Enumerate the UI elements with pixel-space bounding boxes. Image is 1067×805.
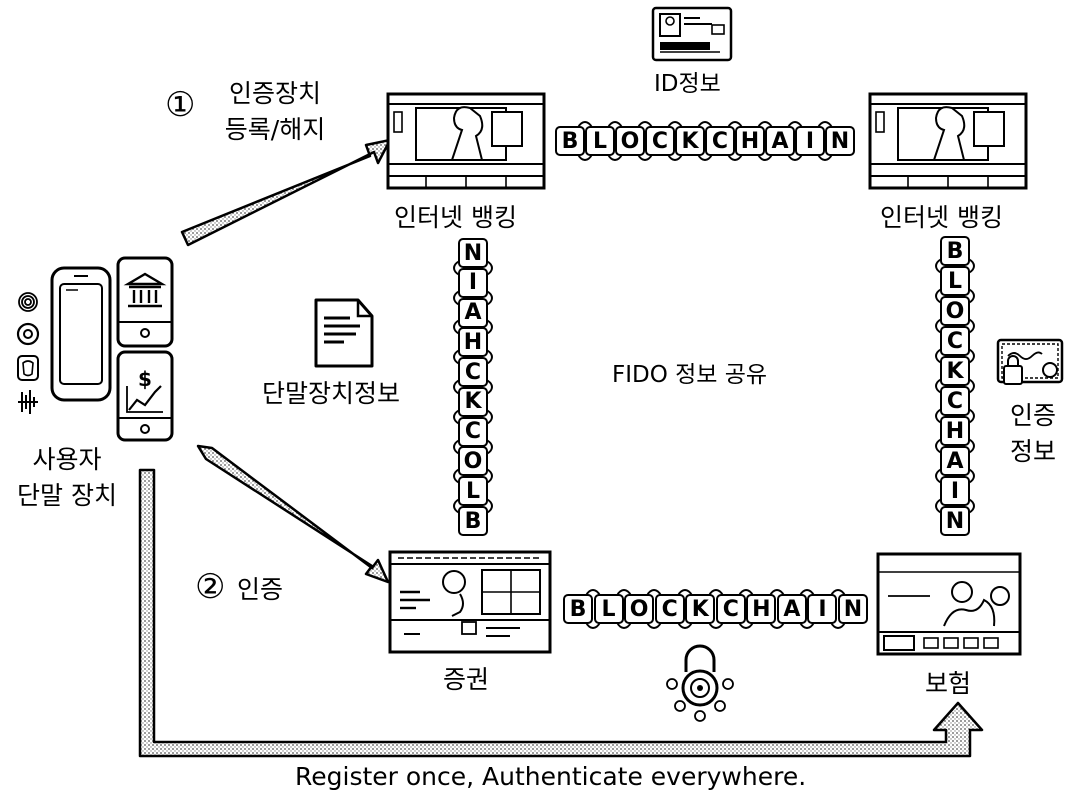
step1-label-line1: 인증장치	[210, 74, 340, 110]
chain-letter: C	[458, 417, 488, 447]
chain-letter: B	[555, 126, 585, 156]
step2-label: 인증	[237, 570, 283, 606]
footer-tagline: Register once, Authenticate everywhere.	[295, 762, 806, 791]
chain-letter: H	[940, 416, 970, 446]
chain-letter: C	[645, 126, 675, 156]
user-device-line1: 사용자	[2, 440, 132, 476]
step1-label: 인증장치 등록/해지	[210, 74, 340, 146]
fido-share-label: FIDO 정보 공유	[612, 355, 767, 389]
chain-letter: B	[940, 236, 970, 266]
chain-letter: A	[940, 446, 970, 476]
chain-letter: N	[940, 506, 970, 536]
chain-letter: C	[655, 594, 685, 624]
chain-letter: B	[563, 594, 593, 624]
chain-letter: C	[705, 126, 735, 156]
chain-letter: K	[675, 126, 705, 156]
chain-letter: L	[594, 594, 624, 624]
user-device-label: 사용자 단말 장치	[2, 440, 132, 512]
auth-info-line1: 인증	[1005, 396, 1061, 432]
chain-letter: A	[458, 298, 488, 328]
chain-letter: C	[458, 357, 488, 387]
fingerprint-icon	[19, 293, 37, 311]
auth-info-label: 인증 정보	[1005, 396, 1061, 468]
svg-text:$: $	[138, 367, 152, 391]
id-info-label: ID정보	[654, 64, 721, 98]
authenticate-arrow	[198, 446, 388, 582]
certificate-icon	[998, 340, 1062, 384]
chain-letter: K	[458, 387, 488, 417]
chain-letter: B	[458, 506, 488, 536]
chain-letter: N	[838, 594, 868, 624]
chain-letter: O	[624, 594, 654, 624]
bank-phone	[118, 258, 172, 346]
device-info-label: 단말장치정보	[262, 374, 400, 410]
securities-screen	[390, 552, 550, 652]
padlock-icon	[667, 646, 733, 721]
face-icon	[18, 356, 38, 380]
insurance-label: 보험	[925, 664, 971, 700]
chain-letter: A	[765, 126, 795, 156]
chain-letter: K	[940, 356, 970, 386]
voice-icon	[18, 390, 38, 414]
chain-letter: H	[735, 126, 765, 156]
register-arrow	[182, 140, 390, 245]
chain-letter: N	[458, 238, 488, 268]
chain-letter: I	[807, 594, 837, 624]
step2-number: ②	[195, 567, 225, 607]
chain-letter: C	[716, 594, 746, 624]
chain-letter: I	[795, 126, 825, 156]
chain-letter: L	[585, 126, 615, 156]
chain-letter: O	[458, 446, 488, 476]
step1-number: ①	[165, 85, 195, 125]
smartphone-icon	[52, 268, 110, 400]
chain-letter: O	[940, 296, 970, 326]
finance-phone	[118, 352, 172, 440]
chain-letter: O	[615, 126, 645, 156]
auth-info-line2: 정보	[1005, 432, 1061, 468]
insurance-screen	[878, 554, 1020, 654]
chain-letter: I	[940, 476, 970, 506]
step1-label-line2: 등록/해지	[210, 110, 340, 146]
banking-screen-right	[870, 94, 1026, 188]
document-icon	[316, 300, 372, 366]
chain-letter: N	[825, 126, 855, 156]
chain-letter: H	[746, 594, 776, 624]
chain-letter: L	[458, 476, 488, 506]
id-card-icon	[653, 8, 731, 60]
internet-banking-right-label: 인터넷 뱅킹	[880, 198, 1003, 234]
internet-banking-left-label: 인터넷 뱅킹	[394, 198, 517, 234]
banking-screen-left	[388, 94, 544, 188]
chain-letter: L	[940, 266, 970, 296]
chain-letter: C	[940, 326, 970, 356]
user-device-line2: 단말 장치	[2, 476, 132, 512]
chain-letter: K	[685, 594, 715, 624]
iris-icon	[18, 324, 38, 344]
securities-label: 증권	[443, 660, 489, 696]
chain-letter: A	[777, 594, 807, 624]
chain-letter: H	[458, 327, 488, 357]
chain-letter: C	[940, 386, 970, 416]
chain-letter: I	[458, 268, 488, 298]
